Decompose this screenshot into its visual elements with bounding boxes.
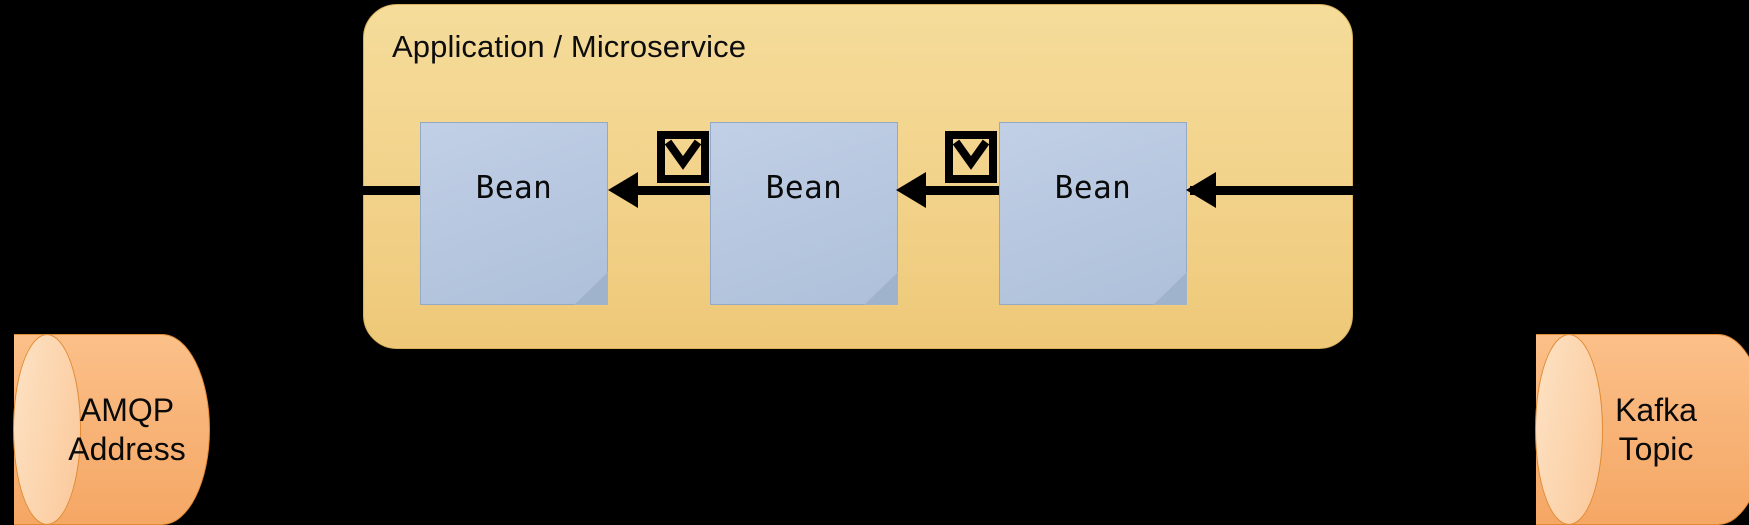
amqp-label-line-2: Address <box>68 430 186 467</box>
bean-document-shape <box>710 122 898 305</box>
application-title: Application / Microservice <box>392 29 747 64</box>
arrow-head-into-bean-2 <box>896 172 926 208</box>
arrow-shaft-inbound-left <box>363 186 423 195</box>
amqp-address-cylinder[interactable]: AMQP Address <box>13 334 210 525</box>
amqp-address-label: AMQP Address <box>14 390 210 468</box>
cylinder-cap <box>1535 334 1603 525</box>
bean-label: Bean <box>475 170 553 206</box>
bean-node-3[interactable]: Bean <box>999 122 1187 305</box>
bean-label: Bean <box>1054 170 1132 206</box>
kafka-label-line-1: Kafka <box>1615 391 1697 428</box>
arrow-head-into-bean-3 <box>1186 172 1216 208</box>
kafka-topic-label: Kafka Topic <box>1536 390 1749 468</box>
arrow-shaft-bean3-to-bean2 <box>926 186 1002 195</box>
envelope-icon <box>657 131 709 183</box>
kafka-topic-cylinder[interactable]: Kafka Topic <box>1535 334 1749 525</box>
bean-document-shape <box>420 122 608 305</box>
arrow-shaft-inbound-right <box>1190 186 1355 195</box>
amqp-label-line-1: AMQP <box>79 391 175 428</box>
arrow-head-into-bean-1 <box>608 172 638 208</box>
cylinder-cap <box>13 334 81 525</box>
bean-node-1[interactable]: Bean <box>420 122 608 305</box>
kafka-label-line-2: Topic <box>1618 430 1694 467</box>
bean-node-2[interactable]: Bean <box>710 122 898 305</box>
arrow-shaft-bean2-to-bean1 <box>638 186 714 195</box>
bean-label: Bean <box>765 170 843 206</box>
bean-document-shape <box>999 122 1187 305</box>
envelope-icon <box>945 131 997 183</box>
